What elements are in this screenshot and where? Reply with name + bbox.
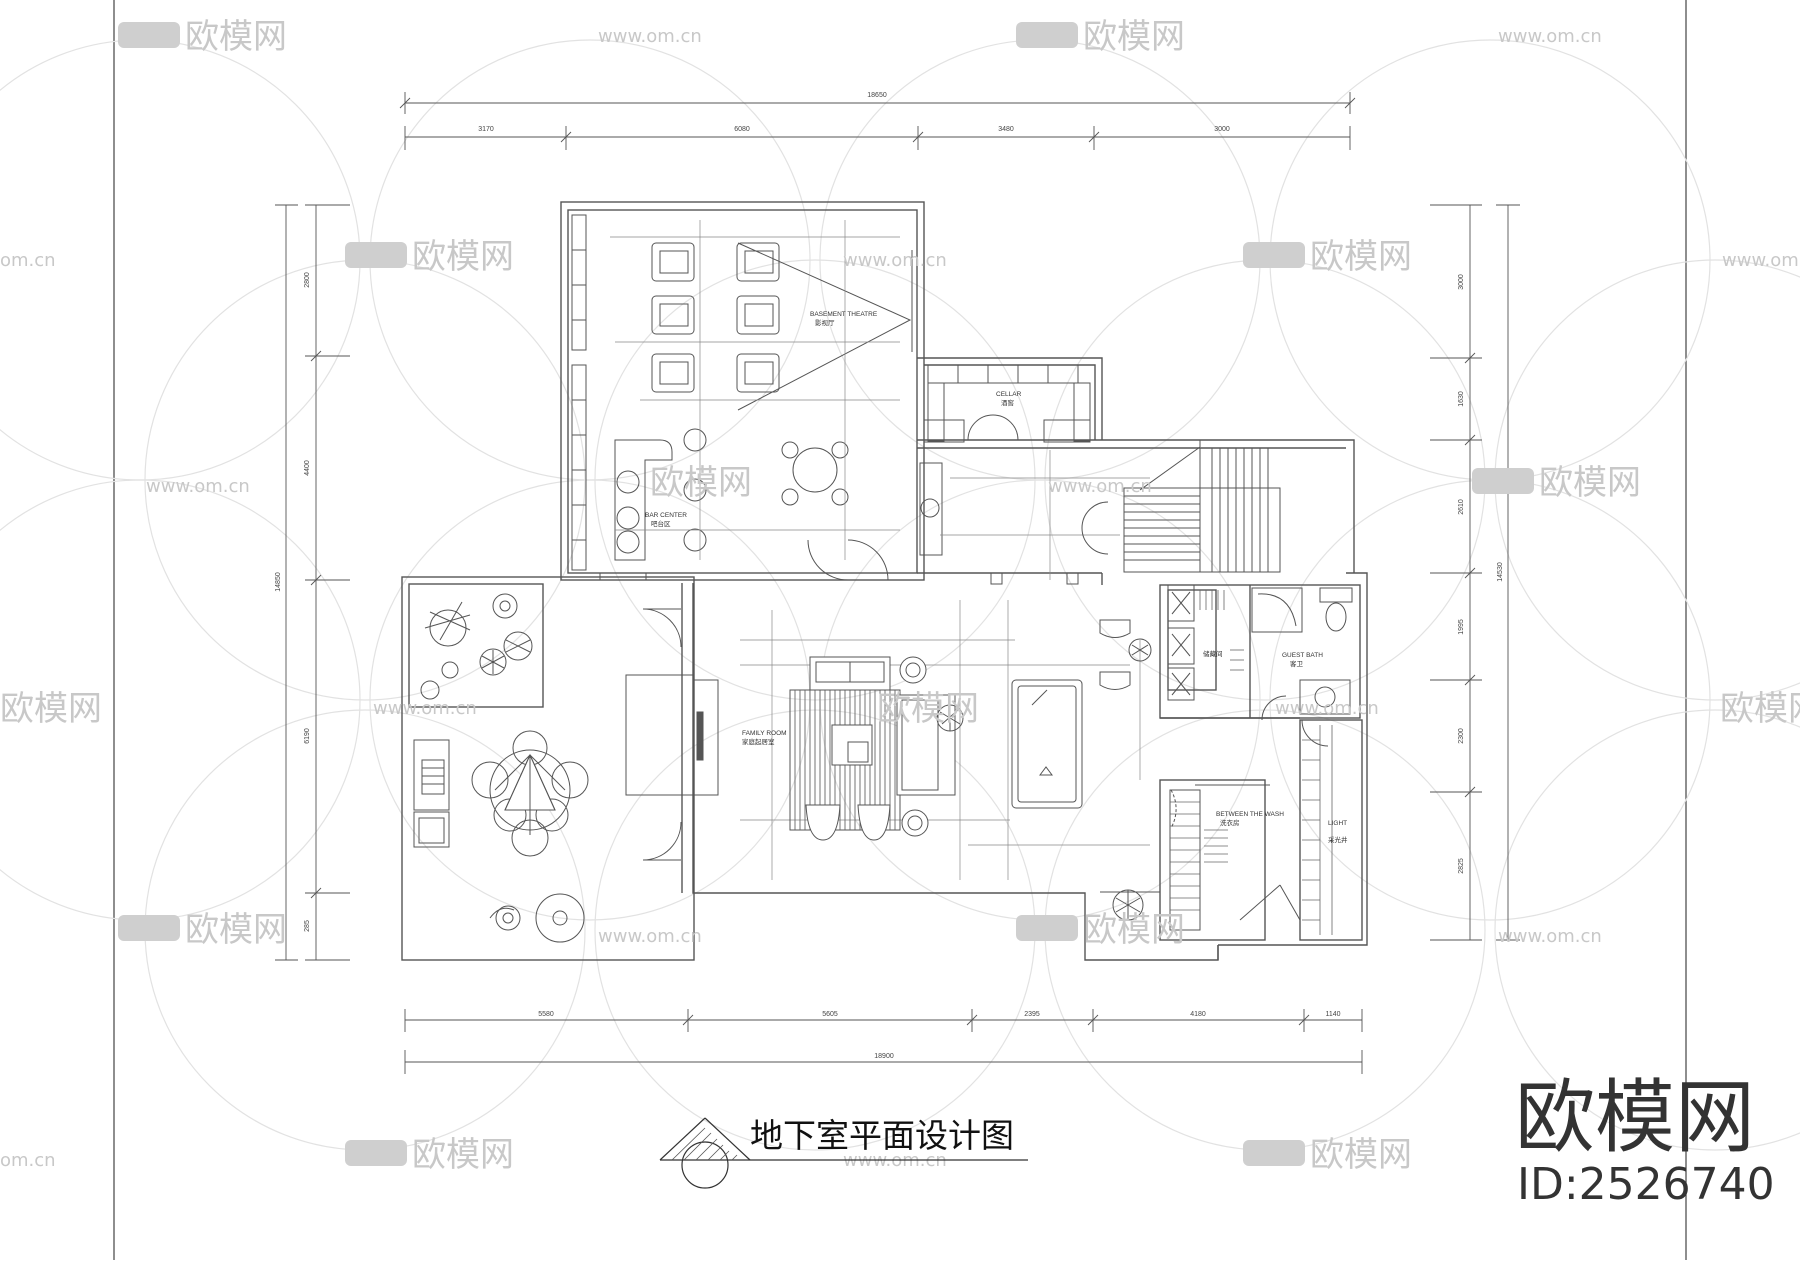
watermark-url: www.om.cn	[843, 250, 947, 271]
watermark-url: www.om.cn	[1498, 26, 1602, 47]
dim-top-total: 18650	[867, 92, 887, 99]
hall-elements	[919, 440, 1281, 585]
family-room	[625, 600, 1152, 880]
watermark-text: 欧模网	[1720, 689, 1800, 729]
watermark-text: 欧模网	[1310, 237, 1412, 277]
label-bar-en: BAR CENTER	[645, 512, 687, 519]
label-cellar-en: CELLAR	[996, 391, 1022, 398]
watermark-url: www.om.cn	[1275, 698, 1379, 719]
theatre-seats	[651, 242, 780, 393]
dim-bottom-seg-3: 2395	[1024, 1011, 1040, 1018]
watermark-url: www.om.cn	[146, 476, 250, 497]
watermark-arcs	[0, 39, 1800, 1151]
label-guest-bath-en: GUEST BATH	[1282, 652, 1323, 659]
watermark-text: 欧模网	[650, 463, 752, 503]
label-between-cn: 洗衣房	[1220, 818, 1240, 827]
watermark-url: www.om.cn	[1722, 250, 1800, 271]
theatre-furniture	[571, 214, 913, 581]
watermark-text: 欧模网	[412, 237, 514, 277]
watermark-logo-icon	[118, 22, 1534, 1166]
label-bar-cn: 吧台区	[651, 519, 671, 528]
walls	[401, 201, 1368, 961]
watermark-text: 欧模网	[1083, 910, 1185, 950]
label-family-cn: 家庭起居室	[742, 737, 775, 746]
label-cellar-cn: 酒窖	[1001, 398, 1015, 407]
label-between-en: BETWEEN THE WASH	[1216, 811, 1284, 818]
watermark-text: 欧模网	[1310, 1135, 1412, 1175]
label-theatre-cn: 影视厅	[815, 318, 835, 327]
dim-right-total: 14530	[1497, 562, 1504, 582]
stair-treads	[1124, 448, 1269, 572]
dimension-lines	[275, 92, 1520, 1074]
watermark-text: 欧模网	[185, 17, 287, 57]
label-storage-cn: 储藏间	[1203, 649, 1223, 658]
dim-bottom-seg-5: 1140	[1325, 1011, 1340, 1018]
brand-id: ID:2526740	[1517, 1159, 1775, 1210]
dim-top-seg-1: 3170	[478, 126, 494, 133]
title-block	[659, 1117, 1028, 1189]
label-light-cn: 采光井	[1328, 835, 1348, 844]
dim-right-seg-6: 2825	[1458, 858, 1465, 874]
watermark-text: 欧模网	[185, 910, 287, 950]
watermark-url-short: om.cn	[0, 250, 56, 271]
watermark-url: www.om.cn	[1498, 926, 1602, 947]
dim-top-seg-4: 3000	[1214, 126, 1230, 133]
watermark-text: 欧模网	[877, 689, 979, 729]
watermark-url: www.om.cn	[373, 698, 477, 719]
dim-right-seg-1: 3000	[1458, 274, 1465, 290]
watermark-text: 欧模网	[1083, 17, 1185, 57]
cellar-furniture	[923, 364, 1091, 443]
watermark-text: 欧模网	[1539, 463, 1641, 503]
dim-bottom-total: 18900	[874, 1053, 894, 1060]
watermark-text: 欧模网	[0, 689, 102, 729]
sheet-frame	[113, 0, 1687, 1260]
dim-right-seg-4: 1995	[1458, 619, 1465, 635]
watermark-url: www.om.cn	[598, 926, 702, 947]
bath-area	[1100, 584, 1353, 935]
dim-top-seg-2: 6080	[734, 126, 750, 133]
dim-right-seg-2: 1630	[1458, 391, 1465, 407]
watermark-text: 欧模网	[412, 1135, 514, 1175]
dim-right-seg-5: 2300	[1458, 728, 1465, 744]
watermarks: 欧模网 欧模网 欧模网 欧模网 欧模网 欧模网 欧模网 欧模网 欧模网 欧模网 …	[0, 17, 1800, 1175]
label-theatre-en: BASEMENT THEATRE	[810, 311, 878, 318]
watermark-url: www.om.cn	[598, 26, 702, 47]
dim-bottom-seg-2: 5605	[822, 1011, 838, 1018]
label-guest-bath-cn: 客卫	[1290, 659, 1304, 668]
dim-left-seg-4: 285	[304, 920, 311, 932]
drawing-title: 地下室平面设计图	[750, 1116, 1014, 1155]
label-light-en: LIGHT	[1328, 820, 1347, 827]
dim-bottom-seg-4: 4180	[1190, 1011, 1206, 1018]
dim-left-total: 14850	[275, 572, 282, 592]
watermark-url: www.om.cn	[1048, 476, 1152, 497]
patio	[413, 593, 589, 943]
dim-left-seg-1: 2800	[304, 272, 311, 288]
dim-top-seg-3: 3480	[998, 126, 1014, 133]
watermark-url-short: om.cn	[0, 1150, 56, 1171]
dim-bottom-seg-1: 5580	[538, 1011, 554, 1018]
dimension-labels: 18650 3170 6080 3480 3000 5580 5605 2395…	[275, 92, 1504, 1060]
dim-left-seg-3: 6190	[304, 728, 311, 744]
dim-right-seg-3: 2610	[1458, 499, 1465, 515]
brand-logo: 欧模网	[1515, 1071, 1755, 1164]
dim-left-seg-2: 4400	[304, 460, 311, 476]
label-family-en: FAMILY ROOM	[742, 730, 787, 737]
